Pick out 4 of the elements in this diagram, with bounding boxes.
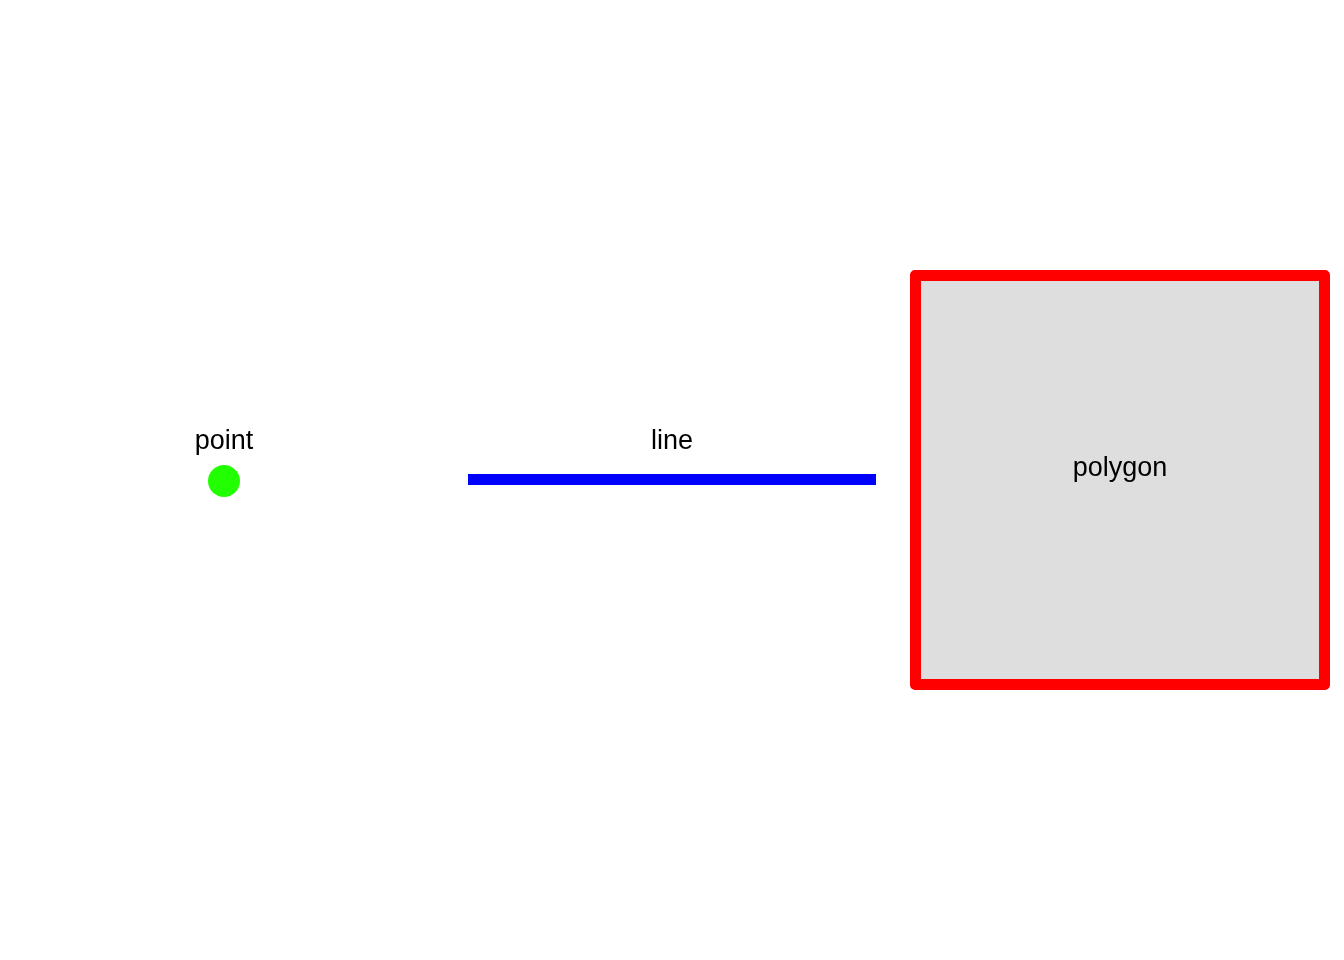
line-label: line [651, 424, 693, 456]
polygon-shape [910, 270, 1330, 690]
polygon-label: polygon [1072, 451, 1168, 483]
point-label: point [194, 424, 254, 456]
